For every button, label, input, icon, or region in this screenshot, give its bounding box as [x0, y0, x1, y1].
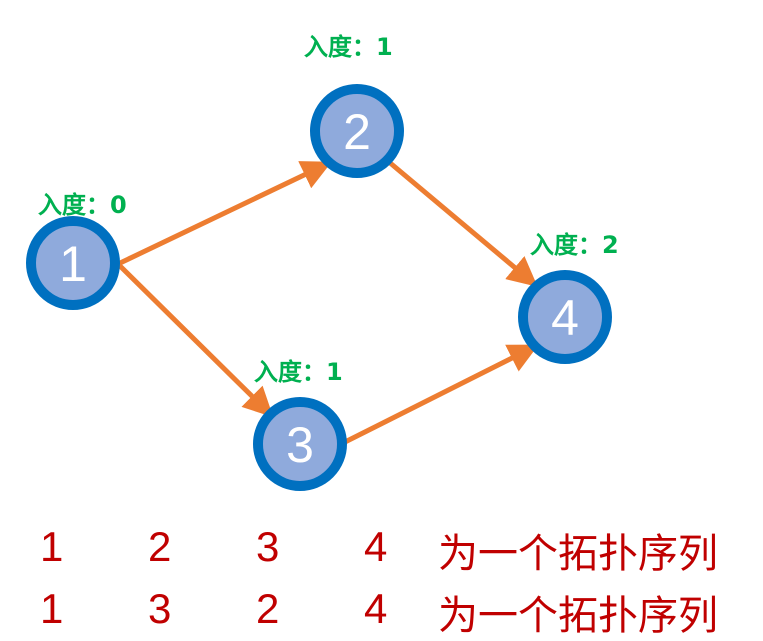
sequence-caption: 为一个拓扑序列 [438, 531, 718, 577]
indegree-label-node-2: 入度：1 [304, 33, 393, 61]
sequence-caption: 为一个拓扑序列 [438, 593, 718, 639]
edge-2-to-4 [387, 160, 538, 287]
sequence-item: 1 [40, 585, 64, 632]
node-4[interactable]: 4 [518, 270, 612, 364]
sequence-item: 2 [256, 585, 280, 632]
topological-sequence-2: 1 3 2 4 为一个拓扑序列 [0, 585, 763, 639]
topological-sequence-1: 1 2 3 4 为一个拓扑序列 [0, 523, 763, 577]
directed-graph: 1 入度：0 2 入度：1 3 入度：1 4 入度：2 [26, 33, 619, 491]
node-label: 1 [59, 236, 87, 292]
node-1[interactable]: 1 [26, 216, 120, 310]
node-label: 2 [343, 104, 371, 160]
node-label: 3 [286, 417, 314, 473]
sequence-item: 3 [256, 523, 280, 570]
node-2[interactable]: 2 [310, 84, 404, 178]
node-circle [310, 84, 404, 178]
edge-3-to-4 [343, 344, 539, 445]
node-circle [253, 397, 347, 491]
sequence-item: 4 [364, 585, 388, 632]
indegree-label-node-3: 入度：1 [254, 358, 343, 386]
edge-1-to-3 [116, 262, 274, 418]
node-3[interactable]: 3 [253, 397, 347, 491]
node-circle [518, 270, 612, 364]
sequence-item: 2 [148, 523, 172, 570]
edge-1-to-2 [116, 161, 332, 267]
sequence-item: 4 [364, 523, 388, 570]
indegree-label-node-1: 入度：0 [38, 191, 127, 219]
node-label: 4 [551, 290, 579, 346]
sequence-item: 3 [148, 585, 172, 632]
sequence-item: 1 [40, 523, 64, 570]
indegree-label-node-4: 入度：2 [530, 231, 619, 259]
node-circle [26, 216, 120, 310]
